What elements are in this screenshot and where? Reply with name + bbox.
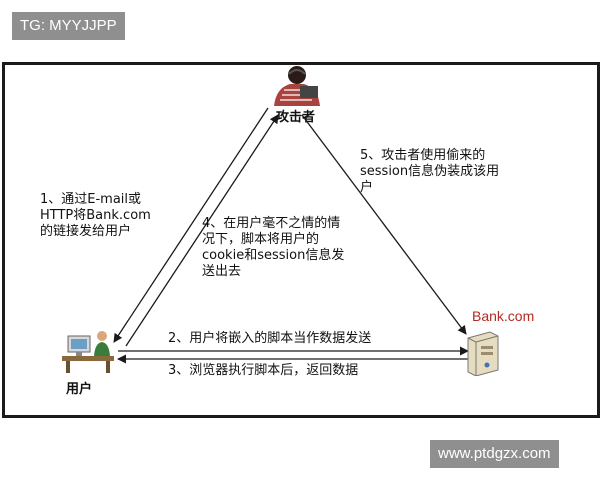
arrow-attacker-to-bank xyxy=(301,114,467,335)
step-3-label: 3、浏览器执行脚本后，返回数据 xyxy=(168,363,359,378)
server-icon xyxy=(466,330,500,377)
step-1-label: 1、通过E-mail或 HTTP将Bank.com 的链接发给用户 xyxy=(40,192,151,239)
step-2-label: 2、用户将嵌入的脚本当作数据发送 xyxy=(168,331,372,346)
hacker-icon xyxy=(270,64,322,106)
step-4-label: 4、在用户毫不之情的情 况下，脚本将用户的 cookie和session信息发 … xyxy=(202,216,345,279)
watermark-bottom: www.ptdgzx.com xyxy=(430,440,559,468)
user-label: 用户 xyxy=(66,382,93,397)
attacker-label: 攻击者 xyxy=(276,110,316,125)
user-computer-icon xyxy=(60,326,116,374)
watermark-top: TG: MYYJJPP xyxy=(12,12,125,40)
step-5-label: 5、攻击者使用偷来的 session信息伪装成该用 户 xyxy=(360,148,500,195)
bank-label: Bank.com xyxy=(472,308,535,324)
arrow-attacker-to-user xyxy=(113,107,269,343)
arrow-user-to-attacker xyxy=(125,114,279,347)
